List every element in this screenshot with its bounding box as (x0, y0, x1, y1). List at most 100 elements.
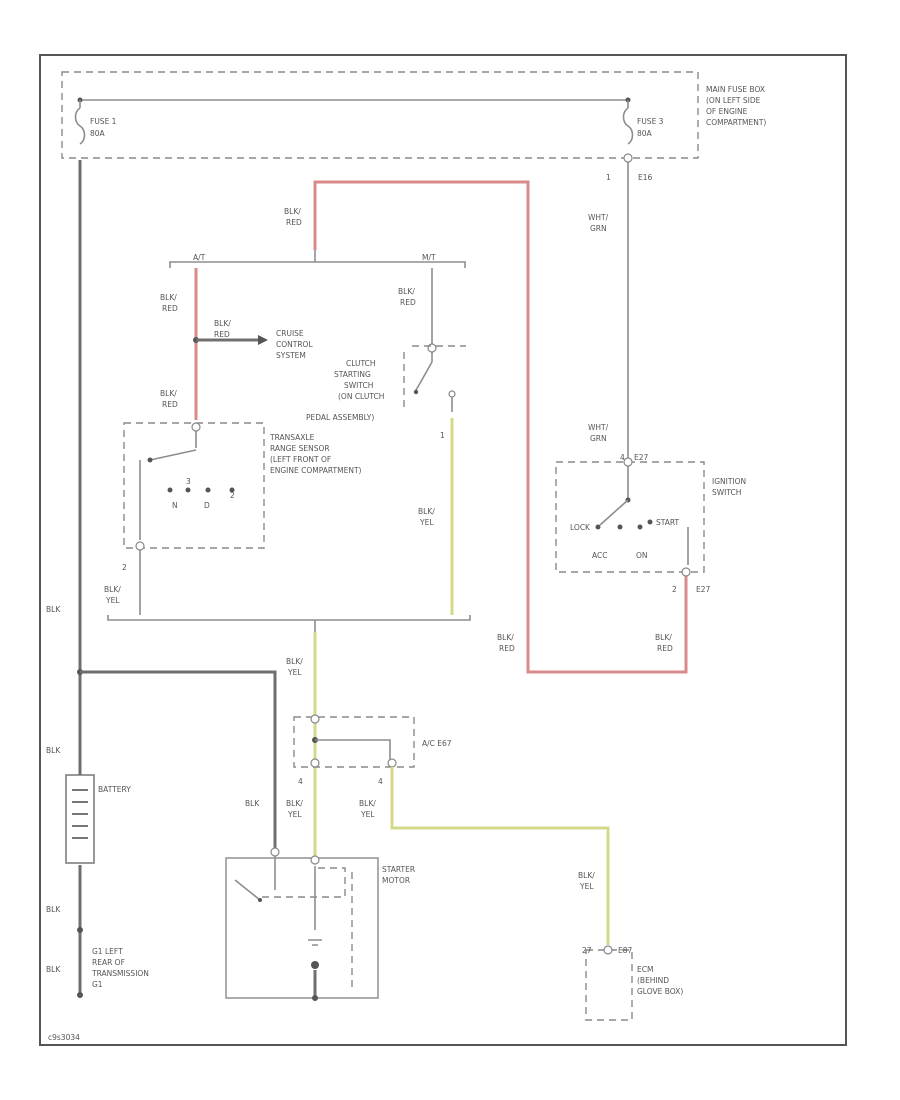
blk-yel-label-4a: BLK/ (286, 799, 303, 808)
blk-yel-label-5a: BLK/ (359, 799, 376, 808)
blk-yel-label-4b: YEL (287, 810, 302, 819)
ign-bottom-pin: 2 (672, 585, 677, 594)
ign-top-pin: 4 (620, 453, 625, 462)
ac-relay-connector: A/C E67 4 4 (293, 714, 452, 786)
fuse3-terminal (623, 153, 633, 163)
cruise-label-3: SYSTEM (276, 351, 306, 360)
blk-label-3: BLK (245, 799, 260, 808)
ign-top-connector: E27 (634, 453, 649, 462)
blk-red-label-4a: BLK/ (160, 293, 177, 302)
range-sensor-label-2: RANGE SENSOR (270, 444, 330, 453)
ecm-yel-wire (390, 767, 610, 945)
starter-label-1: STARTER (382, 865, 415, 874)
fuse1-rating: 80A (90, 129, 106, 138)
blk-label-5: BLK (46, 965, 61, 974)
cruise-label-1: CRUISE (276, 329, 304, 338)
blk-label-1: BLK (46, 605, 61, 614)
ground-label-4: G1 (92, 980, 103, 989)
range-pos-3: 3 (186, 477, 191, 486)
blk-red-label-3a: BLK/ (655, 633, 672, 642)
ecm-connector: E87 (618, 946, 633, 955)
blk-yel-label-6a: BLK/ (578, 871, 595, 880)
blk-red-label-6a: BLK/ (398, 287, 415, 296)
range-pos-2: 2 (230, 491, 235, 500)
fuse1-name: FUSE 1 (90, 117, 117, 126)
ac-relay-pin-2: 4 (378, 777, 383, 786)
fuse-box-label-3: OF ENGINE (706, 107, 748, 116)
blk-red-label-2a: BLK/ (497, 633, 514, 642)
cruise-label-2: CONTROL (276, 340, 313, 349)
range-sensor-label-4: ENGINE COMPARTMENT) (270, 466, 362, 475)
range-sensor-label-1: TRANSAXLE (269, 433, 315, 442)
blk-label-4: BLK (46, 905, 61, 914)
diagram-footer-id: c9s3034 (48, 1033, 80, 1042)
clutch-pin: 1 (440, 431, 445, 440)
fuse-box-label-4: COMPARTMENT) (706, 118, 766, 127)
battery: BATTERY (65, 774, 131, 864)
fuse3-rating: 80A (637, 129, 653, 138)
ac-relay-label: A/C E67 (422, 739, 452, 748)
clutch-label-4: (ON CLUTCH (338, 392, 384, 401)
blk-yel-label-1b: YEL (105, 596, 120, 605)
ground-label-2: REAR OF (92, 958, 125, 967)
cruise-wire-label-a: BLK/ (214, 319, 231, 328)
ign-label-2: SWITCH (712, 488, 741, 497)
fuse-box-connector: E16 (638, 173, 653, 182)
blk-yel-label-6b: YEL (579, 882, 594, 891)
wht-grn-label-1b: GRN (590, 224, 607, 233)
clutch-label-2: STARTING (334, 370, 371, 379)
blk-yel-label-2b: YEL (419, 518, 434, 527)
ecm-pin: 27 (582, 946, 592, 955)
blk-red-label-1b: RED (286, 218, 302, 227)
fuse-box-pin: 1 (606, 173, 611, 182)
range-pos-n: N (172, 501, 178, 510)
ac-relay-pin-1: 4 (298, 777, 303, 786)
diagram-frame (39, 54, 847, 1046)
starter-label-2: MOTOR (382, 876, 410, 885)
blk-yel-label-5b: YEL (360, 810, 375, 819)
blk-yel-label-1a: BLK/ (104, 585, 121, 594)
blk-red-label-2b: RED (499, 644, 515, 653)
blk-red-label-3b: RED (657, 644, 673, 653)
blk-starter-wire (80, 670, 277, 850)
range-sensor-pin: 2 (122, 563, 127, 572)
mt-label: M/T (422, 253, 436, 262)
at-label: A/T (193, 253, 206, 262)
transmission-split-bracket (169, 261, 466, 268)
clutch-starting-switch: CLUTCH STARTING SWITCH (ON CLUTCH PEDAL … (306, 343, 466, 440)
fuse-box-label-1: MAIN FUSE BOX (706, 85, 765, 94)
ign-bottom-connector: E27 (696, 585, 711, 594)
blk-label-2: BLK (46, 746, 61, 755)
blk-red-label-5a: BLK/ (160, 389, 177, 398)
blk-yel-label-2a: BLK/ (418, 507, 435, 516)
transaxle-range-sensor: N D 3 2 TRANSAXLE RANGE SENSOR (LEFT FRO… (122, 422, 362, 572)
fuse-box-label-2: (ON LEFT SIDE (706, 96, 761, 105)
main-fuse-box: FUSE 1 80A FUSE 3 80A MAIN FUSE BOX (ON … (61, 71, 766, 182)
ignition-switch: 4 E27 LOCK ACC ON START 2 E27 IGNITION S… (555, 453, 746, 594)
ecm-label-3: GLOVE BOX) (637, 987, 683, 996)
blk-red-label-4b: RED (162, 304, 178, 313)
ign-label-1: IGNITION (712, 477, 746, 486)
range-sensor-label-3: (LEFT FRONT OF (270, 455, 331, 464)
blk-yel-label-3b: YEL (287, 668, 302, 677)
blk-yel-label-3a: BLK/ (286, 657, 303, 666)
battery-label: BATTERY (98, 785, 131, 794)
ecm-label-2: (BEHIND (637, 976, 669, 985)
wht-grn-label-2a: WHT/ (588, 423, 609, 432)
ign-pos-start: START (656, 518, 680, 527)
blk-red-label-5b: RED (162, 400, 178, 409)
ecm-label-1: ECM (637, 965, 653, 974)
wht-grn-label-1a: WHT/ (588, 213, 609, 222)
clutch-label-3: SWITCH (344, 381, 373, 390)
clutch-label-1: CLUTCH (346, 359, 376, 368)
wht-grn-label-2b: GRN (590, 434, 607, 443)
blk-red-label-1a: BLK/ (284, 207, 301, 216)
ign-pos-on: ON (636, 551, 648, 560)
ign-pos-acc: ACC (592, 551, 607, 560)
blk-red-label-6b: RED (400, 298, 416, 307)
blk-red-start-wire (313, 180, 688, 674)
starter-motor: STARTER MOTOR (225, 847, 415, 1001)
ground-label-1: G1 LEFT (92, 947, 123, 956)
fuse3-name: FUSE 3 (637, 117, 664, 126)
